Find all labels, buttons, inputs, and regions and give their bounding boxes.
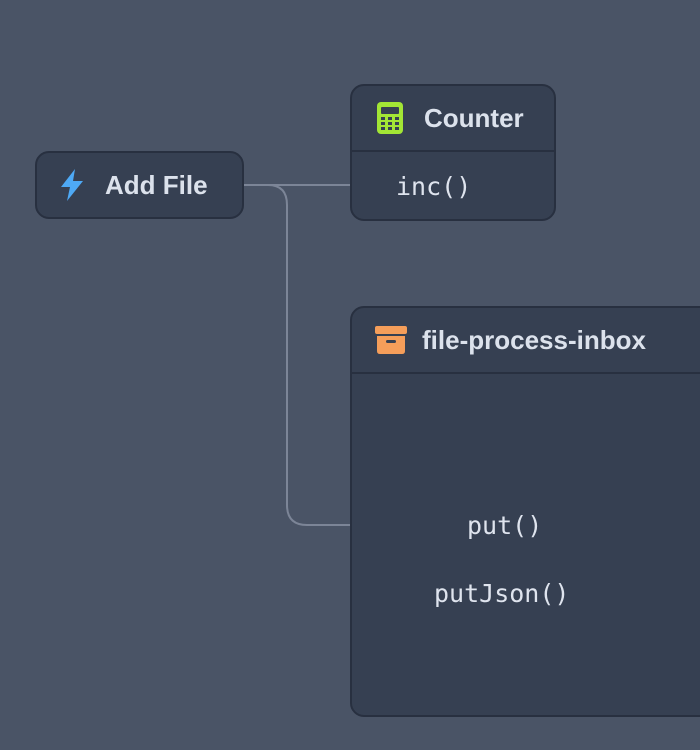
bucket-method-put[interactable]: put() <box>467 511 543 540</box>
lightning-icon <box>57 168 87 202</box>
bucket-header: file-process-inbox <box>352 308 700 374</box>
counter-node[interactable]: Counter inc() <box>350 84 556 221</box>
calculator-icon <box>376 101 404 135</box>
counter-label: Counter <box>424 102 524 133</box>
counter-header: Counter <box>352 86 554 152</box>
bucket-method-putjson[interactable]: putJson() <box>434 579 570 608</box>
bucket-node[interactable]: file-process-inbox put() putJson() <box>350 306 700 717</box>
add-file-header: Add File <box>37 153 242 217</box>
add-file-node[interactable]: Add File <box>35 151 244 219</box>
bucket-label: file-process-inbox <box>422 324 646 355</box>
counter-method-inc[interactable]: inc() <box>396 172 472 201</box>
archive-box-icon <box>374 325 408 355</box>
add-file-label: Add File <box>105 169 208 200</box>
